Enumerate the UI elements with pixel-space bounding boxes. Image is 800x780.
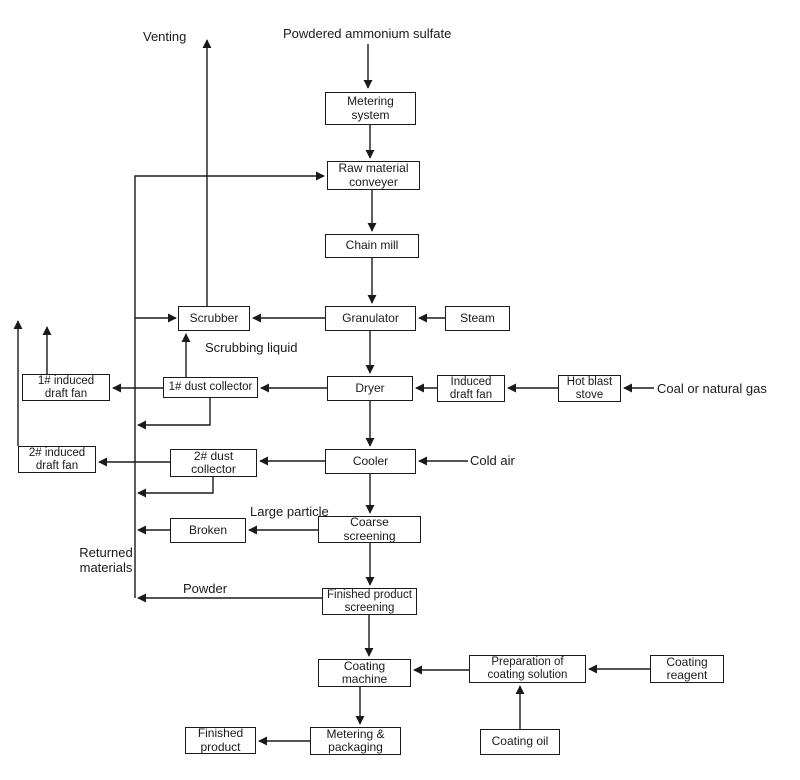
label-powdered-ammonium-sulfate: Powdered ammonium sulfate: [283, 26, 452, 41]
node-coating-reagent: Coating reagent: [650, 655, 724, 683]
label-powder: Powder: [183, 581, 228, 596]
node-induced-draft-fan-1: 1# induced draft fan: [22, 374, 110, 401]
return-line-to-conveyer: [134, 171, 325, 598]
node-granulator: Granulator: [325, 306, 416, 331]
label-venting: Venting: [143, 29, 187, 44]
arrow-dust1-discharge: [137, 398, 211, 430]
label-large-particle: Large particle: [250, 504, 329, 519]
node-metering-system: Metering system: [325, 92, 416, 125]
node-finished-product-screening: Finished product screening: [322, 588, 417, 615]
node-scrubber: Scrubber: [178, 306, 250, 331]
label-returned-materials: Returned materials: [79, 545, 133, 575]
node-metering-packaging: Metering & packaging: [310, 727, 401, 755]
node-coating-oil: Coating oil: [480, 729, 560, 755]
node-coating-machine: Coating machine: [318, 659, 411, 687]
label-coal-or-natural-gas: Coal or natural gas: [657, 381, 767, 396]
node-dryer: Dryer: [327, 376, 413, 401]
node-coarse-screening: Coarse screening: [318, 515, 421, 543]
node-raw-material-conveyer: Raw material conveyer: [327, 161, 420, 190]
node-cooler: Cooler: [325, 449, 416, 474]
node-broken: Broken: [170, 518, 246, 543]
node-finished-product: Finished product: [185, 726, 256, 754]
node-steam: Steam: [445, 306, 510, 331]
arrow-dust2-discharge: [137, 477, 214, 498]
node-dust-collector-2: 2# dust collector: [170, 449, 257, 477]
node-hot-blast-stove: Hot blast stove: [558, 375, 621, 402]
node-dust-collector-1: 1# dust collector: [163, 377, 258, 398]
node-induced-draft-fan-dryer: Induced draft fan: [437, 375, 505, 402]
node-chain-mill: Chain mill: [325, 234, 419, 258]
node-induced-draft-fan-2: 2# induced draft fan: [18, 446, 96, 473]
label-scrubbing-liquid: Scrubbing liquid: [205, 340, 298, 355]
node-preparation-coating-solution: Preparation of coating solution: [469, 655, 586, 683]
label-cold-air: Cold air: [470, 453, 515, 468]
